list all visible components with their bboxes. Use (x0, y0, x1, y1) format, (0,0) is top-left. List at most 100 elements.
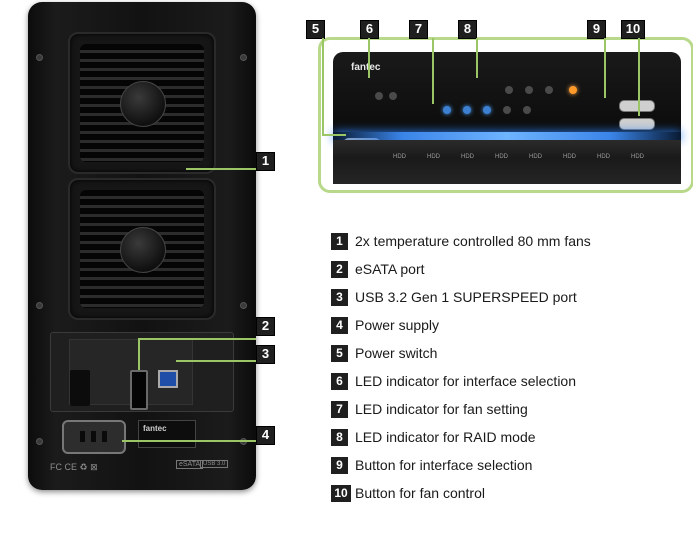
callout-badge: 5 (306, 20, 325, 39)
power-pin (80, 431, 85, 442)
interface-button[interactable] (619, 100, 655, 112)
legend-number: 2 (331, 261, 348, 278)
leader-line (476, 38, 478, 78)
fan-led (463, 106, 471, 114)
hdd-label: HDD (393, 154, 406, 160)
front-panel-zoom: fantec HDD HDD HDD HDD HDD HDD HDD HDD (318, 37, 693, 193)
hdd-label: HDD (495, 154, 508, 160)
legend-item: 1 2x temperature controlled 80 mm fans (331, 231, 631, 251)
callout-badge: 6 (360, 20, 379, 39)
leader-line (604, 38, 606, 98)
io-inner (69, 339, 193, 410)
screw (36, 302, 43, 309)
fan-led (443, 106, 451, 114)
rear-label-plate: fantec (138, 420, 196, 448)
drive-bay-doors (333, 140, 681, 184)
hdd-label: HDD (631, 154, 644, 160)
leader-line (122, 440, 256, 442)
hdd-label: HDD (427, 154, 440, 160)
legend-number: 3 (331, 289, 348, 306)
legend-item: 9 Button for interface selection (331, 455, 631, 475)
raid-led (545, 86, 553, 94)
legend-item: 3 USB 3.2 Gen 1 SUPERSPEED port (331, 287, 631, 307)
legend-text: Power switch (355, 345, 438, 361)
interface-led (389, 92, 397, 100)
legend-text: LED indicator for RAID mode (355, 429, 536, 445)
legend-item: 4 Power supply (331, 315, 631, 335)
raid-led (483, 106, 491, 114)
usb-port (158, 370, 178, 388)
screw (240, 54, 247, 61)
callout-badge: 7 (409, 20, 428, 39)
hdd-label: HDD (529, 154, 542, 160)
leader-line (138, 338, 140, 370)
power-pin (91, 431, 96, 442)
legend-item: 2 eSATA port (331, 259, 631, 279)
status-led (569, 86, 577, 94)
hdd-label: HDD (563, 154, 576, 160)
legend-number: 8 (331, 429, 348, 446)
power-pin (102, 431, 107, 442)
leader-line (322, 38, 324, 134)
leader-line (368, 38, 370, 78)
leader-line (322, 134, 346, 136)
legend-text: eSATA port (355, 261, 425, 277)
callout-badge: 3 (256, 345, 275, 364)
raid-led (525, 86, 533, 94)
usb-badge: USB 3.0 (200, 460, 229, 468)
screw (36, 54, 43, 61)
leader-line (176, 360, 256, 362)
legend-text: 2x temperature controlled 80 mm fans (355, 233, 591, 249)
screw (240, 302, 247, 309)
interface-led (375, 92, 383, 100)
leader-line (138, 338, 256, 340)
fan-grill (80, 44, 204, 162)
screw (36, 438, 43, 445)
legend-item: 8 LED indicator for RAID mode (331, 427, 631, 447)
fan-top (68, 32, 216, 174)
callout-badge: 2 (256, 317, 275, 336)
callout-badge: 1 (256, 152, 275, 171)
legend-text: Button for fan control (355, 485, 485, 501)
legend-item: 7 LED indicator for fan setting (331, 399, 631, 419)
fan-grill (80, 190, 204, 308)
device-rear-photo (28, 2, 256, 490)
legend-number: 9 (331, 457, 348, 474)
legend-number: 4 (331, 317, 348, 334)
legend-number: 10 (331, 485, 351, 502)
callout-badge: 8 (458, 20, 477, 39)
rear-switch-slot (70, 370, 90, 406)
front-panel: fantec HDD HDD HDD HDD HDD HDD HDD HDD (333, 52, 681, 184)
blue-light-bar (333, 132, 681, 140)
brand-logo-front: fantec (351, 62, 381, 73)
raid-led (505, 86, 513, 94)
raid-led (503, 106, 511, 114)
leader-line (186, 168, 256, 170)
raid-led (523, 106, 531, 114)
fan-button[interactable] (619, 118, 655, 130)
legend-number: 7 (331, 401, 348, 418)
callout-badge: 4 (256, 426, 275, 445)
legend-number: 1 (331, 233, 348, 250)
cert-marks: FC CE ♻ ⊠ (50, 462, 98, 472)
legend-text: Button for interface selection (355, 457, 533, 473)
io-panel (50, 332, 234, 412)
legend-item: 10 Button for fan control (331, 483, 631, 503)
power-socket (62, 420, 126, 454)
legend-text: USB 3.2 Gen 1 SUPERSPEED port (355, 289, 577, 305)
legend-text: LED indicator for fan setting (355, 401, 528, 417)
legend-number: 6 (331, 373, 348, 390)
legend-text: LED indicator for interface selection (355, 373, 576, 389)
callout-badge: 9 (587, 20, 606, 39)
esata-port (130, 370, 148, 410)
leader-line (432, 38, 434, 104)
legend-item: 6 LED indicator for interface selection (331, 371, 631, 391)
legend-text: Power supply (355, 317, 440, 333)
hdd-label: HDD (461, 154, 474, 160)
legend-number: 5 (331, 345, 348, 362)
esata-badge: eSATA (176, 460, 204, 469)
fan-bottom (68, 178, 216, 320)
legend-item: 5 Power switch (331, 343, 631, 363)
fan-hub (120, 227, 166, 273)
callout-badge: 10 (621, 20, 645, 39)
